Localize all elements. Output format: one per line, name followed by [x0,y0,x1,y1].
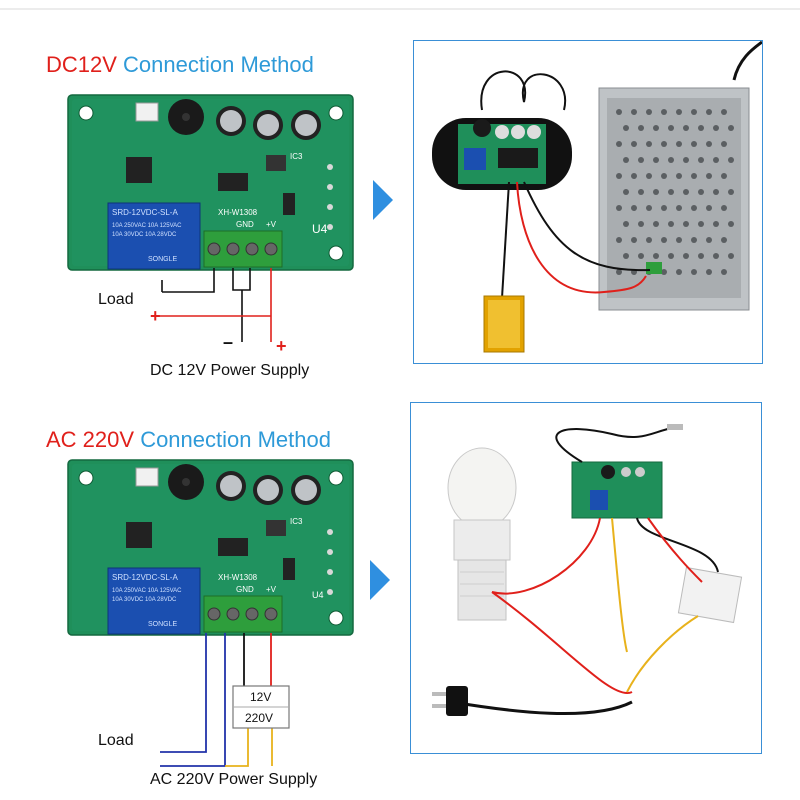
arrow-right-icon [370,560,390,600]
section-title-ac: AC 220V Connection Method [46,427,331,453]
board-u4-label: U4 [312,590,324,600]
photo-frame-dc [413,40,763,364]
relay-model-label: SRD-12VDC-SL-A [112,573,178,582]
arrow-right-icon [373,180,393,220]
load-label-dc: Load [98,291,134,308]
relay-brand-label: SONGLE [148,621,178,628]
converter-bottom-label: 220V [245,711,273,725]
relay-dc: SRD-12VDC-SL-A 10A 250VAC 10A 125VAC 10A… [107,202,201,270]
minus-sign-supply: – [223,332,234,352]
plus-sign-load: + [150,306,161,326]
heading-method: Connection Method [140,427,331,452]
wires-ac [160,633,273,767]
board-vplus-label: +V [266,220,277,229]
relay-rating-2: 10A 30VDC 10A 28VDC [112,597,177,603]
plus-sign-supply: + [276,336,287,356]
pcb-board-ac: U4 IC3 SRD-12VDC-SL-A 10A 250VAC 10A 125… [67,459,354,636]
relay-model-label: SRD-12VDC-SL-A [112,208,178,217]
photo-frame-ac [410,402,762,754]
board-ic3-label: IC3 [290,152,303,161]
photo-ac-illustration [412,402,761,752]
relay-brand-label: SONGLE [148,256,178,263]
pcb-board-dc: U4 IC3 SRD-12VDC-SL-A 10A 250VAC 10A 125… [67,94,354,271]
heading-voltage: AC 220V [46,427,135,452]
supply-label-ac: AC 220V Power Supply [150,771,318,788]
converter-top-label: 12V [250,690,271,704]
board-gnd-label: GND [236,220,254,229]
wires-dc [155,268,272,342]
photo-dc-illustration [414,40,763,363]
board-ic3-label: IC3 [290,517,303,526]
power-converter-box: 12V 220V [232,685,290,729]
load-label-ac: Load [98,732,134,749]
board-model-label: XH-W1308 [218,208,258,217]
relay-rating-2: 10A 30VDC 10A 28VDC [112,232,177,238]
heading-voltage: DC12V [46,52,117,77]
power-supply-holes [616,109,734,275]
board-gnd-label: GND [236,585,254,594]
heading-method: Connection Method [123,52,314,77]
board-u4-label: U4 [312,222,328,236]
board-model-label: XH-W1308 [218,573,258,582]
section-title-dc: DC12V Connection Method [46,52,314,78]
relay-ac: SRD-12VDC-SL-A 10A 250VAC 10A 125VAC 10A… [107,567,201,635]
board-vplus-label: +V [266,585,277,594]
relay-rating-1: 10A 250VAC 10A 125VAC [112,588,182,594]
supply-label-dc: DC 12V Power Supply [150,362,310,379]
top-divider [0,8,800,10]
relay-rating-1: 10A 250VAC 10A 125VAC [112,223,182,229]
